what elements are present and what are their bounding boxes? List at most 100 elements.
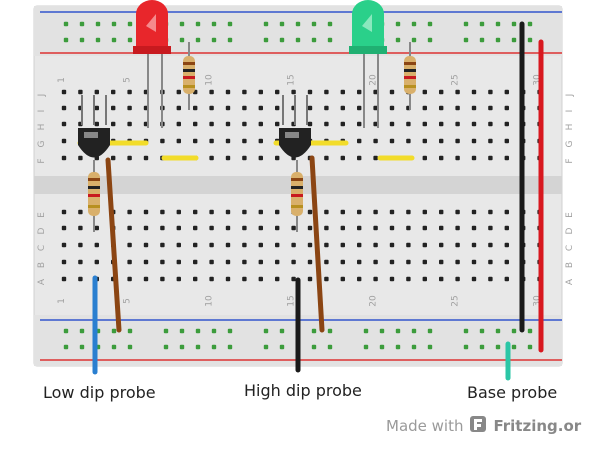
hole xyxy=(340,155,345,161)
hole xyxy=(242,242,247,248)
hole xyxy=(111,105,116,111)
hole xyxy=(504,276,509,282)
hole xyxy=(127,242,132,248)
hole xyxy=(193,138,198,144)
hole xyxy=(160,138,165,144)
low-dip-probe-label: Low dip probe xyxy=(43,383,156,402)
hole xyxy=(258,138,263,144)
row-letter-right: H xyxy=(565,124,575,131)
hole xyxy=(111,155,116,161)
hole xyxy=(488,209,493,215)
column-number-top: 30 xyxy=(533,74,543,86)
hole xyxy=(176,259,181,265)
hole xyxy=(263,328,269,334)
hole xyxy=(389,89,395,95)
hole xyxy=(225,138,231,144)
hole xyxy=(427,328,433,334)
hole xyxy=(488,242,493,248)
hole xyxy=(242,209,247,215)
hole xyxy=(179,328,185,334)
row-letter-right: A xyxy=(565,278,575,285)
hole xyxy=(479,344,485,350)
resistor-1 xyxy=(183,42,195,110)
resistor-2 xyxy=(404,42,416,110)
hole xyxy=(242,155,247,161)
hole xyxy=(307,259,313,265)
hole xyxy=(211,37,217,43)
resistor-3 xyxy=(88,160,100,232)
hole xyxy=(504,242,509,248)
hole xyxy=(176,225,181,231)
hole xyxy=(527,37,533,43)
hole xyxy=(324,225,329,231)
hole xyxy=(291,276,296,282)
hole xyxy=(406,242,411,248)
hole xyxy=(504,121,509,127)
fritzing-credit: Made with Fritzing.or xyxy=(386,415,581,437)
hole xyxy=(127,37,133,43)
hole xyxy=(193,276,198,282)
high-dip-probe-label: High dip probe xyxy=(244,381,362,400)
hole xyxy=(258,276,263,282)
hole xyxy=(291,225,296,231)
hole xyxy=(406,121,411,127)
column-number-top: 10 xyxy=(205,74,215,86)
hole xyxy=(439,259,444,265)
hole xyxy=(463,21,469,27)
row-letter-right: I xyxy=(565,110,575,113)
hole xyxy=(225,89,231,95)
hole xyxy=(160,225,165,231)
hole xyxy=(504,155,509,161)
hole xyxy=(63,21,69,27)
hole xyxy=(209,121,214,127)
hole xyxy=(488,276,493,282)
hole xyxy=(63,344,69,350)
hole xyxy=(111,328,117,334)
row-letter-left: F xyxy=(37,158,47,163)
hole xyxy=(263,37,269,43)
hole xyxy=(143,276,149,282)
hole xyxy=(79,328,85,334)
hole xyxy=(242,259,247,265)
hole xyxy=(411,328,417,334)
row-letter-right: J xyxy=(565,94,575,98)
hole xyxy=(211,344,217,350)
hole xyxy=(275,89,280,95)
column-number-bottom: 5 xyxy=(123,298,133,304)
hole xyxy=(471,105,477,111)
hole xyxy=(176,138,181,144)
hole xyxy=(455,121,460,127)
hole xyxy=(411,21,417,27)
row-letter-left: D xyxy=(37,227,47,234)
hole xyxy=(227,21,233,27)
column-number-bottom: 15 xyxy=(287,295,297,306)
hole xyxy=(455,105,460,111)
hole xyxy=(160,209,165,215)
hole xyxy=(422,276,427,282)
hole xyxy=(209,276,214,282)
hole xyxy=(275,105,280,111)
hole xyxy=(324,209,329,215)
transistor-right xyxy=(279,95,311,158)
hole xyxy=(209,105,214,111)
column-number-bottom: 30 xyxy=(533,295,543,307)
hole xyxy=(455,209,460,215)
top-power-rail xyxy=(34,6,562,56)
hole xyxy=(455,276,460,282)
hole xyxy=(242,276,247,282)
hole xyxy=(94,259,99,265)
hole xyxy=(439,225,444,231)
hole xyxy=(160,276,165,282)
hole xyxy=(455,155,460,161)
hole xyxy=(389,105,395,111)
hole xyxy=(463,328,469,334)
hole xyxy=(406,276,411,282)
hole xyxy=(395,328,401,334)
hole xyxy=(406,209,411,215)
row-letter-left: A xyxy=(37,278,47,285)
hole xyxy=(176,209,181,215)
hole xyxy=(143,242,149,248)
hole xyxy=(127,344,133,350)
hole xyxy=(61,138,67,144)
